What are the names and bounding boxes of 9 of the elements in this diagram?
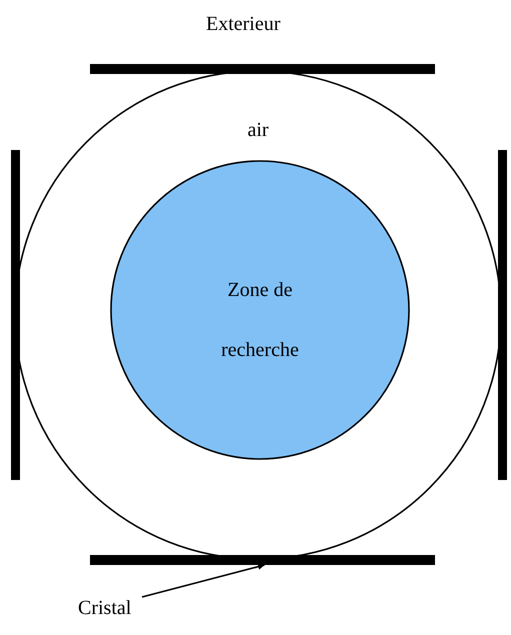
region-label: Zone de recherche bbox=[220, 278, 300, 363]
leader-arrow bbox=[142, 564, 265, 598]
crystal-bar bbox=[90, 64, 435, 74]
part-label: Cristal bbox=[78, 597, 132, 620]
crystal-bar bbox=[11, 150, 20, 480]
region-label: Exterieur bbox=[206, 13, 280, 36]
region-label: air bbox=[246, 118, 270, 143]
crystal-bar bbox=[498, 150, 507, 480]
crystal-bar bbox=[90, 555, 435, 565]
